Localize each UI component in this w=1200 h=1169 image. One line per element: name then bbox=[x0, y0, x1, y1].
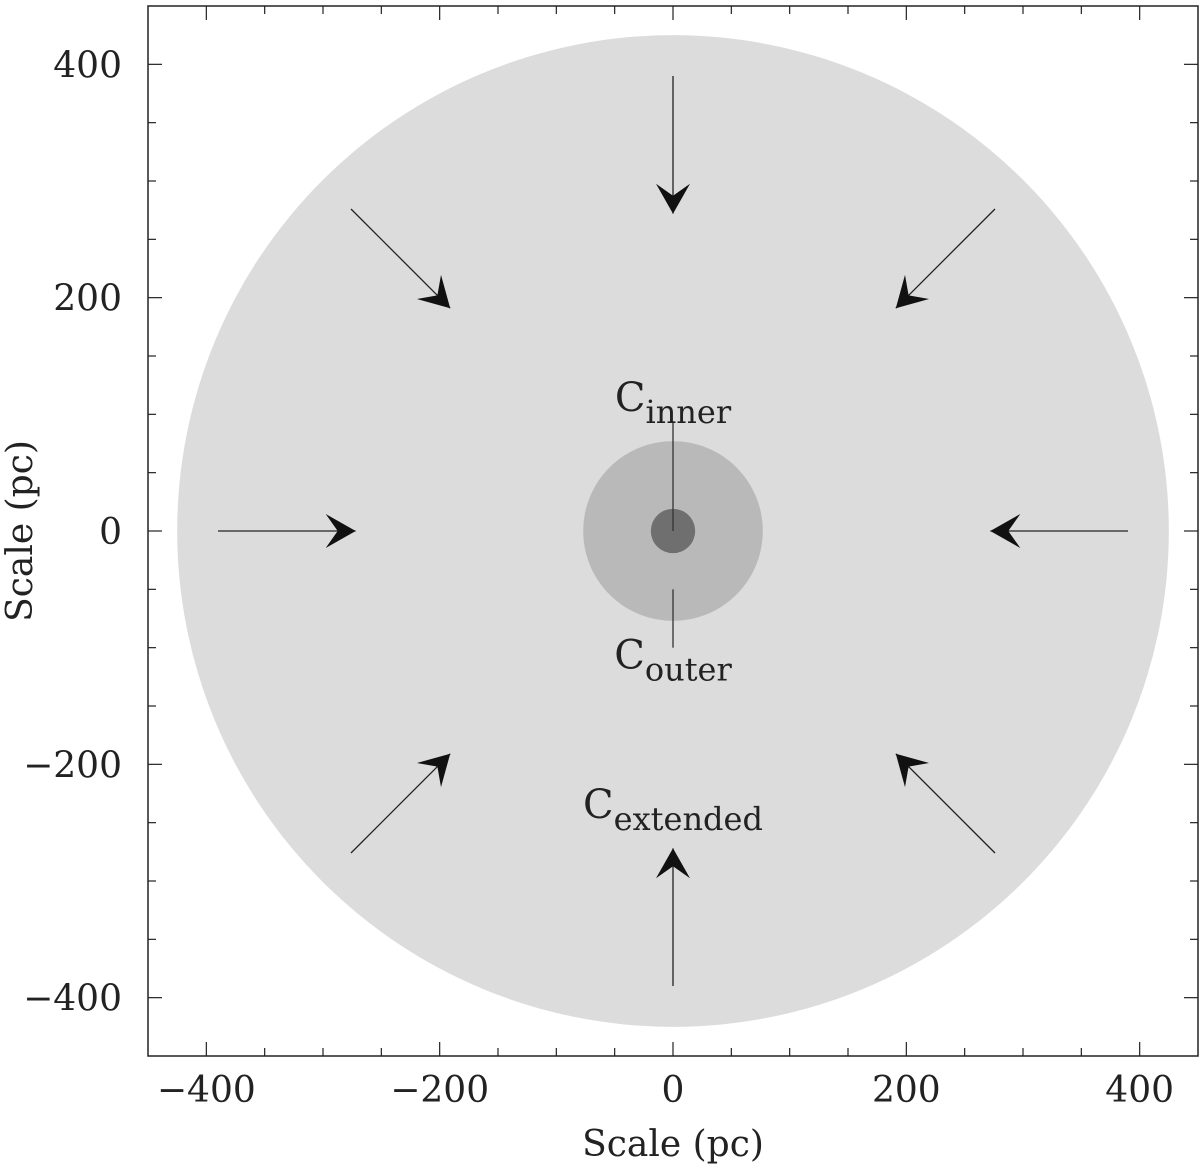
y-tick-label: 200 bbox=[53, 279, 122, 320]
region-label-extended: Cextended bbox=[583, 782, 763, 838]
inflow-arrow bbox=[656, 848, 690, 986]
region-label-subscript: extended bbox=[614, 800, 763, 838]
inflow-arrow bbox=[656, 76, 690, 214]
inflow-arrow-shaft bbox=[350, 753, 451, 854]
x-tick-label: −200 bbox=[390, 1070, 489, 1111]
inflow-arrow bbox=[895, 208, 996, 309]
x-tick-label: 0 bbox=[662, 1070, 685, 1111]
inflow-arrow-head bbox=[895, 274, 930, 309]
y-tick-label: −200 bbox=[23, 745, 122, 786]
inflow-arrow bbox=[218, 514, 356, 548]
inflow-arrow-shaft bbox=[895, 753, 996, 854]
inflow-arrow-head bbox=[325, 514, 356, 548]
inflow-arrow-head bbox=[416, 753, 451, 788]
inflow-arrow-head bbox=[656, 183, 690, 214]
region-label-subscript: outer bbox=[645, 651, 733, 689]
y-axis-label: Scale (pc) bbox=[0, 440, 41, 622]
region-label-main: C bbox=[614, 633, 645, 679]
inflow-arrow-shaft bbox=[895, 208, 996, 309]
axis-ticks-layer bbox=[148, 6, 1198, 1056]
inflow-arrow bbox=[990, 514, 1128, 548]
x-tick-label: −400 bbox=[157, 1070, 256, 1111]
y-tick-label: 0 bbox=[99, 512, 122, 553]
inflow-arrow-head bbox=[895, 753, 930, 788]
region-label-main: C bbox=[615, 375, 646, 421]
inflow-arrow bbox=[350, 208, 451, 309]
region-label-outer: Couter bbox=[614, 633, 732, 689]
inflow-arrow-shaft bbox=[350, 208, 451, 309]
inflow-arrow-head bbox=[416, 274, 451, 309]
y-tick-label: −400 bbox=[23, 979, 122, 1020]
x-tick-label: 400 bbox=[1105, 1070, 1174, 1111]
inflow-arrows-layer bbox=[218, 76, 1128, 986]
x-axis-label: Scale (pc) bbox=[582, 1124, 764, 1165]
inflow-arrow bbox=[350, 753, 451, 854]
inflow-arrow-head bbox=[656, 848, 690, 879]
inflow-arrow-head bbox=[990, 514, 1021, 548]
region-label-subscript: inner bbox=[645, 393, 731, 431]
tick-labels-layer: −400 −200 0 200 400 −400 −200 0 200 400 bbox=[23, 45, 1174, 1111]
inflow-arrow bbox=[895, 753, 996, 854]
y-tick-label: 400 bbox=[53, 45, 122, 86]
x-tick-label: 200 bbox=[872, 1070, 941, 1111]
region-label-main: C bbox=[583, 782, 614, 828]
region-label-inner: Cinner bbox=[615, 375, 732, 431]
